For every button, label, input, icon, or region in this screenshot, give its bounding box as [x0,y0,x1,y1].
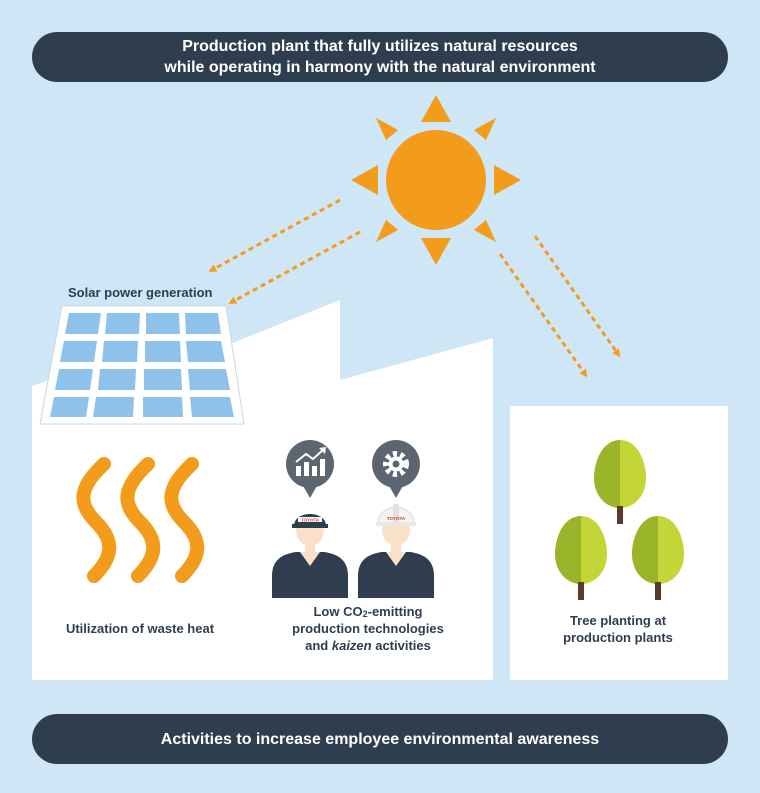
tech-line-1: Low CO2-emitting [248,603,488,620]
solar-power-text: Solar power generation [68,285,213,300]
tech-line-2: production technologies [292,621,444,636]
growth-chart-icon [286,440,334,498]
footer-text: Activities to increase employee environm… [160,730,600,748]
waste-heat-text: Utilization of waste heat [65,621,215,636]
tree-line-2: production plants [563,630,673,645]
ray-arrow-to-panel-1 [208,198,341,272]
ray-arrow-to-trees-1 [498,253,588,378]
helmet-badge-text: TOYOTA [387,516,406,521]
header-banner: Production plant that fully utilizes nat… [32,32,728,82]
tree-top [594,440,646,524]
waste-heat-label: Utilization of waste heat [40,620,240,637]
tech-pre-text: Low CO [313,604,363,619]
sun-icon [351,95,521,265]
heat-wave-icon-1 [76,457,117,583]
tree-right [632,516,684,600]
cap-badge-text: TOYOTA [301,518,320,523]
worker-with-helmet: TOYOTA [358,504,434,598]
header-line-2: while operating in harmony with the natu… [164,59,596,76]
tech-line-3: and kaizen activities [248,637,488,654]
tech-activities-text: activities [371,638,431,653]
cap-badge [298,517,322,522]
tech-and-text: and [305,638,332,653]
heat-wave-icon-2 [120,457,161,583]
solar-panel [39,305,245,425]
gear-icon [372,440,420,498]
tech-kaizen-text: kaizen [331,638,372,653]
tree-line-1: Tree planting at [569,613,667,628]
footer-banner: Activities to increase employee environm… [32,714,728,764]
worker-with-cap: TOYOTA [272,514,348,598]
tech-post-text: -emitting [367,604,423,619]
tree-left [555,516,607,600]
ray-arrow-to-trees-2 [533,235,621,358]
heat-wave-icon-3 [164,457,205,583]
production-tech-label: Low CO2-emitting production technologies… [248,603,488,654]
header-line-1: Production plant that fully utilizes nat… [182,38,578,55]
solar-power-label: Solar power generation [68,284,212,301]
tech-sub-text: 2 [362,609,368,619]
tree-planting-label: Tree planting at production plants [520,612,716,646]
ray-arrow-to-panel-2 [228,230,361,304]
